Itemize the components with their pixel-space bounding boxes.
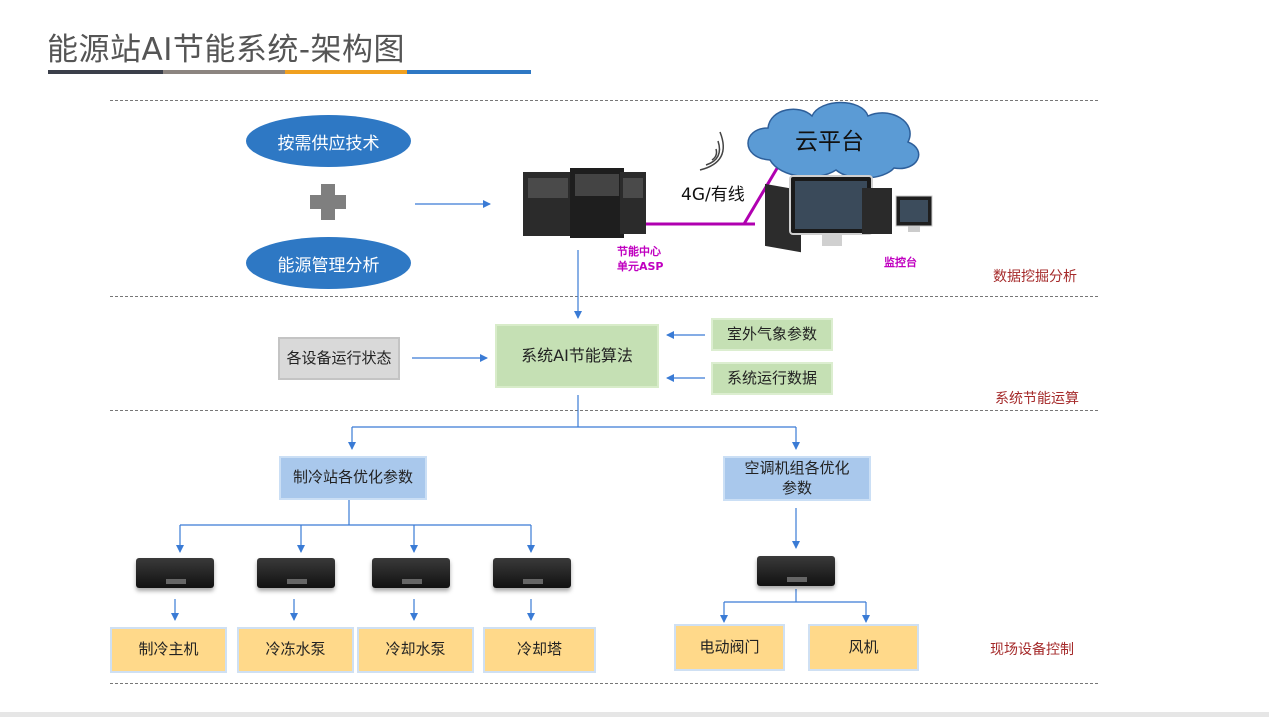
controller-icon-2 xyxy=(257,558,335,588)
server-icon xyxy=(520,166,648,238)
divider-top xyxy=(110,100,1098,101)
controller-icon-4 xyxy=(493,558,571,588)
box-valve: 电动阀门 xyxy=(674,624,785,671)
box-fan: 风机 xyxy=(808,624,919,671)
divider-bottom xyxy=(110,683,1098,684)
section-label-energy-calc: 系统节能运算 xyxy=(995,391,1079,407)
monitor-label: 监控台 xyxy=(884,256,917,269)
bottom-strip xyxy=(0,712,1269,717)
controller-icon-1 xyxy=(136,558,214,588)
box-weather-params: 室外气象参数 xyxy=(711,318,833,351)
plus-icon xyxy=(310,184,346,220)
title-bar-orange xyxy=(285,70,407,74)
box-ac-params: 空调机组各优化参数 xyxy=(723,456,871,501)
section-label-data-mining: 数据挖掘分析 xyxy=(993,269,1077,285)
ellipse-supply-tech: 按需供应技术 xyxy=(246,115,411,167)
monitor-icon xyxy=(760,172,935,250)
box-chiller-params: 制冷站各优化参数 xyxy=(279,456,427,500)
server-label-line-1: 节能中心 xyxy=(617,245,661,258)
box-run-data: 系统运行数据 xyxy=(711,362,833,395)
wireless-signal-icon xyxy=(698,130,734,172)
box-chiller: 制冷主机 xyxy=(110,627,227,673)
box-cooling-pump: 冷却水泵 xyxy=(357,627,474,673)
controller-icon-5 xyxy=(757,556,835,586)
box-chilled-pump: 冷冻水泵 xyxy=(237,627,354,673)
divider-2 xyxy=(110,410,1098,411)
box-device-status: 各设备运行状态 xyxy=(278,337,400,380)
divider-1 xyxy=(110,296,1098,297)
title-bar-blue xyxy=(407,70,531,74)
server-label-line-2: 单元ASP xyxy=(617,260,664,273)
link-label: 4G/有线 xyxy=(681,185,745,205)
section-label-field-control: 现场设备控制 xyxy=(990,642,1074,658)
title-bar-dark xyxy=(48,70,163,74)
page-title: 能源站AI节能系统-架构图 xyxy=(47,32,406,68)
controller-icon-3 xyxy=(372,558,450,588)
ellipse-energy-mgmt: 能源管理分析 xyxy=(246,237,411,289)
box-ai-algorithm: 系统AI节能算法 xyxy=(495,324,659,388)
title-bar-gray xyxy=(163,70,285,74)
cloud-platform-label: 云平台 xyxy=(795,129,864,155)
box-cooling-tower: 冷却塔 xyxy=(483,627,596,673)
